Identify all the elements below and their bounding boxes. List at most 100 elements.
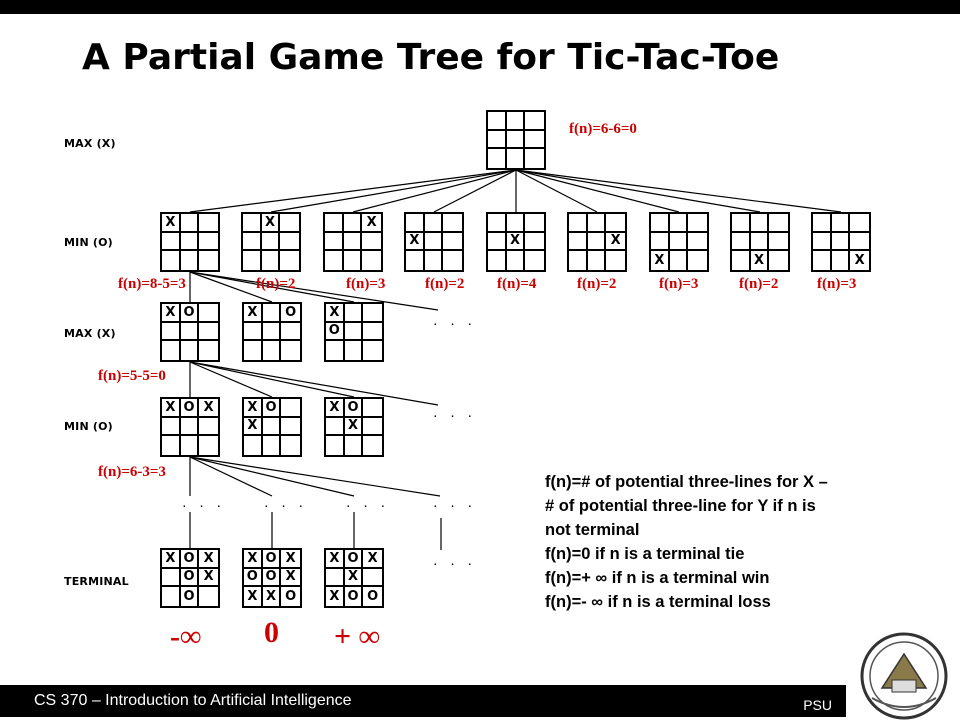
school-name: PSU (803, 697, 832, 713)
min1-evaluation-label: f(n)=2 (739, 276, 779, 292)
board-cell: O (244, 568, 263, 588)
board-cell: X (406, 232, 425, 252)
board-cell (750, 214, 770, 233)
board-cell (326, 436, 345, 455)
university-seal-logo (860, 632, 948, 720)
board-cell (262, 304, 282, 323)
legend-line: f(n)=# of potential three-lines for X – (545, 473, 828, 491)
min1-evaluation-label: f(n)=3 (817, 276, 857, 292)
ellipsis-min2: · · · (432, 410, 476, 423)
min1-evaluation-label: f(n)=2 (256, 276, 296, 292)
board-cell: X (363, 550, 382, 569)
board-cell (162, 341, 181, 360)
board-cell (813, 214, 832, 233)
board-cell (180, 232, 200, 252)
min1-board: X (811, 212, 871, 272)
board-cell (281, 323, 300, 342)
board-cell (262, 417, 282, 437)
board-cell: O (262, 568, 282, 588)
board-cell: X (326, 587, 345, 606)
min1-evaluation-label: f(n)=3 (346, 276, 386, 292)
board-cell: X (244, 304, 263, 323)
board-cell (606, 251, 625, 270)
board-cell: X (651, 251, 670, 270)
footer-bar (0, 685, 846, 717)
board-cell: X (162, 399, 181, 418)
board-cell (688, 233, 707, 252)
top-bar (0, 0, 960, 14)
board-cell (244, 341, 263, 360)
root-board (486, 110, 546, 170)
board-cell: X (199, 550, 218, 569)
board-cell (199, 304, 218, 323)
min1-board: X (160, 212, 220, 272)
board-cell (199, 436, 218, 455)
slide-title: A Partial Game Tree for Tic-Tac-Toe (82, 37, 780, 78)
board-cell (199, 341, 218, 360)
board-cell (280, 251, 299, 270)
board-cell (162, 568, 181, 588)
board-cell (199, 323, 218, 342)
board-cell: O (262, 399, 282, 418)
board-cell: O (180, 550, 200, 569)
board-cell (488, 130, 507, 150)
board-cell (588, 251, 607, 270)
board-cell: O (262, 550, 282, 569)
min1-board: X (730, 212, 790, 272)
board-cell (669, 214, 689, 233)
level-label-min-2: MIN (O) (64, 420, 113, 433)
board-cell (669, 232, 689, 252)
board-cell: O (344, 399, 364, 418)
legend-line: f(n)=0 if n is a terminal tie (545, 545, 745, 563)
board-cell (850, 233, 869, 252)
board-cell (281, 418, 300, 437)
board-cell (344, 304, 364, 323)
board-cell: X (244, 550, 263, 569)
board-cell: X (344, 568, 364, 588)
board-cell (443, 233, 462, 252)
board-cell (569, 251, 588, 270)
board-cell: X (244, 587, 263, 606)
board-cell: O (180, 568, 200, 588)
board-cell: O (180, 399, 200, 418)
level-label-max-2: MAX (X) (64, 327, 116, 340)
ellipsis-terminal: · · · (432, 558, 476, 571)
board-cell: X (751, 251, 770, 270)
board-cell (280, 233, 299, 252)
board-cell (345, 436, 364, 455)
board-cell (199, 418, 218, 437)
board-cell (363, 569, 382, 588)
max2-evaluation: f(n)=5-5=0 (98, 368, 166, 384)
board-cell: O (344, 550, 364, 569)
board-cell (488, 214, 507, 233)
ellipsis-branch-1: · · · (181, 500, 225, 513)
board-cell (281, 436, 300, 455)
board-cell (180, 214, 200, 233)
level-label-max: MAX (X) (64, 137, 116, 150)
board-cell: X (326, 399, 345, 418)
board-cell (344, 322, 364, 342)
evaluation-legend: f(n)=# of potential three-lines for X – … (545, 470, 957, 614)
board-cell: X (281, 550, 300, 569)
board-cell (488, 232, 507, 252)
board-cell: X (606, 233, 625, 252)
board-cell (345, 341, 364, 360)
board-cell (732, 214, 751, 233)
min1-board: X (323, 212, 383, 272)
board-cell (243, 214, 262, 233)
board-cell: X (344, 417, 364, 437)
board-cell (363, 304, 382, 323)
root-evaluation: f(n)=6-6=0 (569, 121, 637, 137)
board-cell (162, 436, 181, 455)
board-cell: X (162, 550, 181, 569)
board-cell (525, 131, 544, 150)
board-cell (263, 436, 282, 455)
board-cell: X (199, 569, 218, 588)
board-cell: X (162, 214, 181, 233)
